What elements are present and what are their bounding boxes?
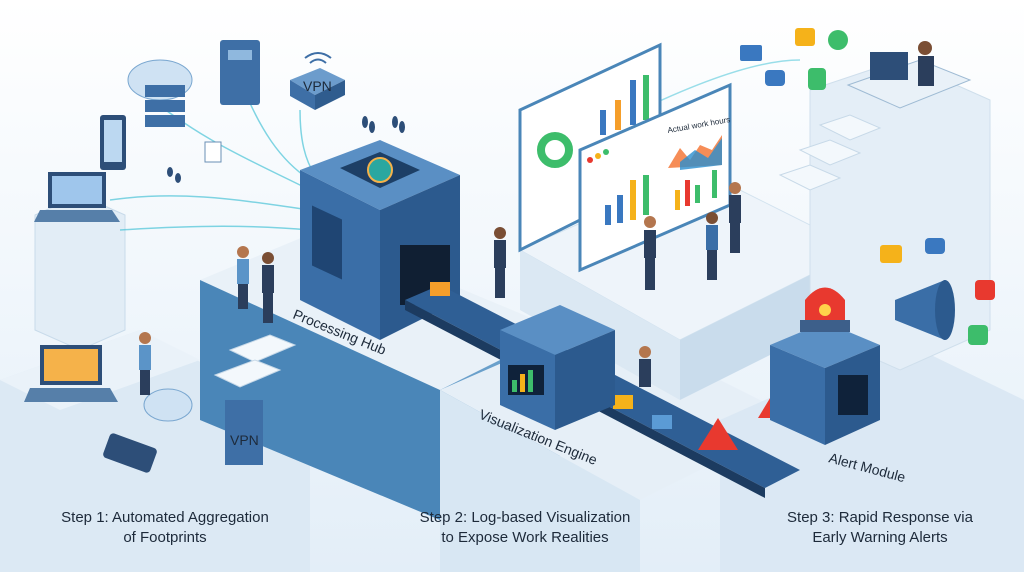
footprint-icons [167, 116, 405, 183]
laptop-icon-2 [24, 345, 118, 402]
phone-call-icon [968, 325, 988, 345]
vpn-label: VPN [303, 78, 332, 94]
data-packet [430, 282, 450, 296]
step1-line1: Step 1: Automated Aggregation [61, 509, 269, 526]
data-packet [613, 395, 633, 409]
step2-caption: Step 2: Log-based Visualization to Expos… [380, 508, 670, 548]
siren-icon [800, 287, 850, 332]
clock-icon [367, 157, 393, 183]
megaphone-icon [895, 280, 955, 340]
chat-icon-top [765, 70, 785, 86]
tablet-icon [100, 115, 126, 170]
notification-icons [740, 28, 995, 345]
stairs [213, 114, 882, 388]
person-icon [139, 246, 274, 395]
step1-caption: Step 1: Automated Aggregation of Footpri… [30, 508, 300, 548]
step3-line2: Early Warning Alerts [812, 529, 948, 546]
vpn-server-icon: VPN [225, 400, 263, 465]
document-icon [204, 141, 222, 163]
people-at-dashboard [494, 182, 741, 387]
step3-line1: Step 3: Rapid Response via [787, 509, 973, 526]
operator-desk [846, 41, 972, 109]
processing-hub [300, 140, 460, 340]
whatsapp-icon [828, 30, 848, 50]
cloud-icon-2 [143, 388, 193, 422]
email-icon-top [740, 45, 762, 61]
phone-icon [103, 433, 157, 473]
laptop-icon [34, 172, 120, 222]
data-packet [652, 415, 672, 429]
step3-caption: Step 3: Rapid Response via Early Warning… [760, 508, 1000, 548]
vpn-router-icon: VPN [290, 52, 345, 110]
step1-line2: of Footprints [123, 529, 207, 546]
step2-line2: to Expose Work Realities [441, 529, 609, 546]
email-icon [880, 245, 902, 263]
dashboard-screen-front: Actual work hours [578, 82, 732, 273]
alert-badge-icon [975, 280, 995, 300]
email-icon-top2 [795, 28, 815, 46]
step2-line1: Step 2: Log-based Visualization [419, 509, 631, 526]
chat-icon [925, 238, 945, 254]
server-stack-icon [145, 85, 185, 127]
vpn-label-2: VPN [230, 432, 259, 448]
phone-icon-top [808, 68, 826, 90]
visualization-engine [500, 305, 615, 430]
server-tower-icon [220, 40, 260, 105]
alert-module [770, 322, 880, 445]
